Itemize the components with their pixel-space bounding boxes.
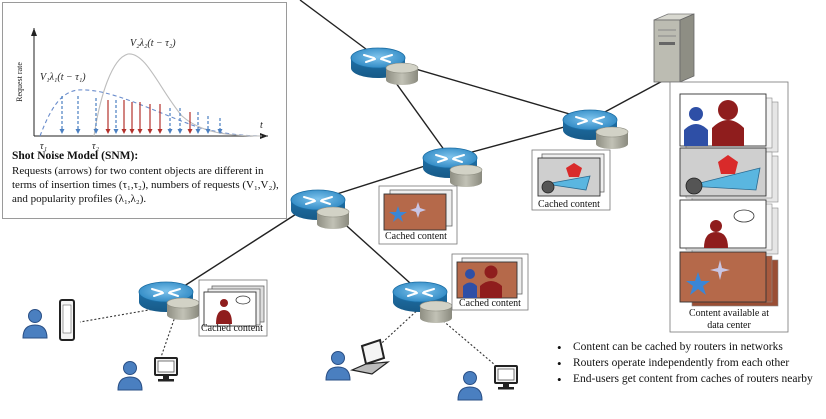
cache-bottom-left: [166, 297, 200, 321]
request-arrow-head: [177, 129, 183, 134]
data-center-content: [669, 81, 789, 333]
cache-left: [316, 206, 350, 230]
request-arrow-head: [147, 129, 153, 134]
curve2-label: V₂λ₂(t − τ₂): [130, 38, 176, 49]
caption-datacenter-line1: Content available at: [689, 308, 769, 319]
key-points-list: Content can be cached by routers in netw…: [555, 340, 825, 388]
cache-bottom-right: [419, 300, 453, 324]
caption-cache-d: Cached content: [459, 298, 521, 309]
laptop-icon: [349, 338, 391, 375]
cache-middle: [449, 164, 483, 188]
request-arrow-head: [105, 129, 111, 134]
dc-item-people: [679, 93, 779, 153]
curve2: [93, 53, 263, 137]
tablet-icon: [59, 299, 75, 341]
snm-description-line: terms of insertion times (τ₁,τ₂), number…: [12, 179, 279, 191]
snm-description: Requests (arrows) for two content object…: [12, 164, 280, 206]
key-point: Content can be cached by routers in netw…: [555, 340, 825, 355]
request-arrows: [59, 96, 223, 134]
snm-description-line: and popularity profiles (λ₁,λ₂).: [12, 193, 147, 205]
request-arrow-head: [195, 129, 201, 134]
cached-content-c: [531, 149, 611, 211]
request-arrow-head: [137, 129, 143, 134]
request-arrow-head: [187, 129, 193, 134]
user-desktop-2: [457, 365, 518, 401]
y-axis-label: Request rate: [15, 62, 24, 102]
curve1: [39, 89, 263, 137]
request-arrow-head: [121, 129, 127, 134]
cache-right: [595, 126, 629, 150]
monitor-icon: [494, 365, 518, 391]
curve1-label: V₁λ₁(t − τ₁): [40, 72, 86, 83]
cached-content-a: [198, 279, 268, 337]
caption-datacenter: Content available at data center: [672, 308, 786, 332]
request-arrow-head: [113, 129, 119, 134]
user-laptop: [325, 338, 391, 381]
cached-content-d: [451, 253, 529, 311]
request-arrow-head: [205, 129, 211, 134]
dc-item-speaker: [679, 199, 779, 255]
request-arrow-head: [217, 129, 223, 134]
snm-title: Shot Noise Model (SNM):: [12, 150, 139, 162]
dc-item-pentagon: [679, 147, 779, 203]
snm-description-line: Requests (arrows) for two content object…: [12, 165, 264, 177]
tau1-label: τ₁: [40, 141, 47, 152]
snm-chart: Request rate t τ₁ τ₂ V₁λ₁(t − τ₁) V₂λ₂(t…: [15, 28, 268, 152]
user-tablet: [22, 299, 75, 341]
key-point: Routers operate independently from each …: [555, 356, 825, 371]
tau2-label: τ₂: [92, 141, 100, 152]
dc-item-stars: [679, 251, 779, 307]
monitor-icon: [154, 357, 178, 383]
key-point: End-users get content from caches of rou…: [555, 372, 825, 387]
request-arrow-head: [129, 129, 135, 134]
x-axis-label: t: [260, 120, 263, 131]
request-arrow-head: [167, 129, 173, 134]
caption-cache-b: Cached content: [385, 231, 447, 242]
network-links: [177, 0, 669, 293]
server-icon: [653, 13, 695, 83]
cached-content-b: [378, 185, 458, 245]
caption-cache-a: Cached content: [201, 323, 263, 334]
user-desktop-1: [117, 357, 178, 391]
cache-top: [385, 62, 419, 86]
caption-datacenter-line2: data center: [707, 320, 751, 331]
request-arrow-head: [93, 129, 99, 134]
request-arrow-head: [75, 129, 81, 134]
caption-cache-c: Cached content: [538, 199, 600, 210]
request-arrow-head: [59, 129, 65, 134]
request-arrow-head: [157, 129, 163, 134]
